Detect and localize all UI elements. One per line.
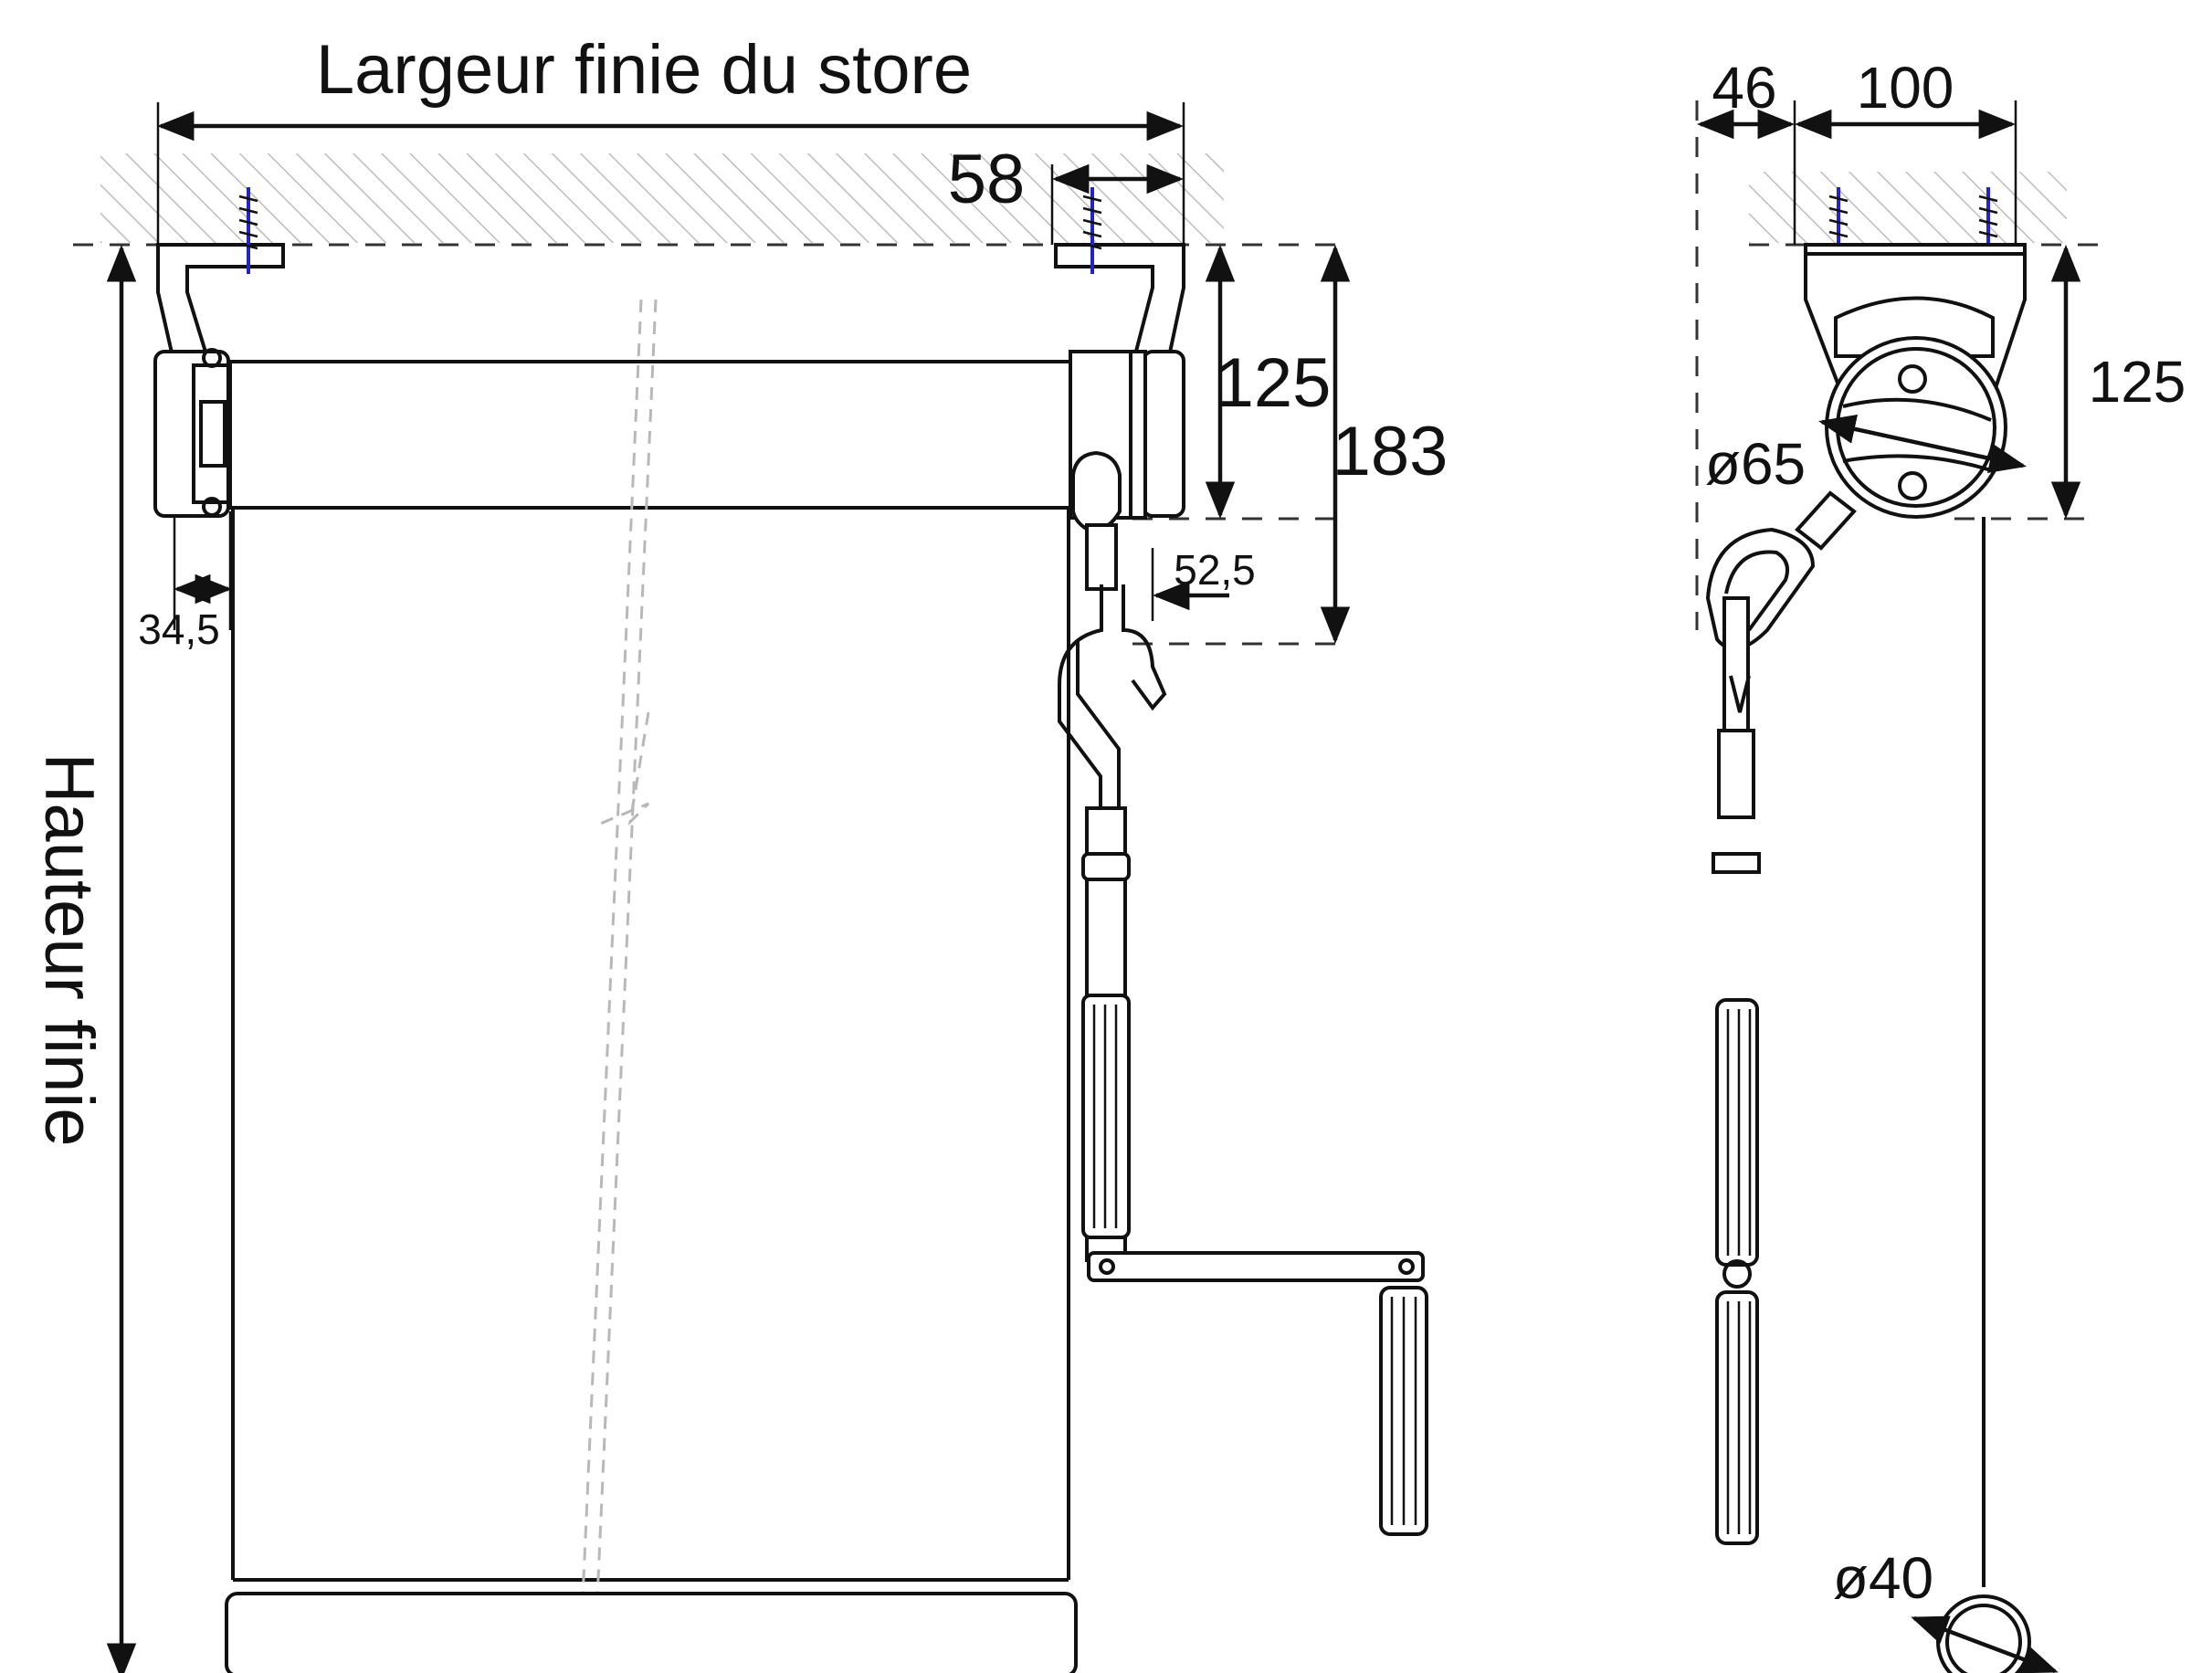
side-offset-label: 34,5 [138,605,220,653]
ring-diameter-label: ø40 [1833,1545,1933,1611]
ceiling-hatch-side [1749,172,2067,243]
side-height-label: 125 [2089,349,2186,415]
crank-handle [1058,450,1428,1536]
total-head-height-label: 183 [1332,413,1448,490]
screw-front-left [238,187,258,274]
finished-height-label: Hauteur finie [30,753,108,1147]
bracket-width-label: 58 [948,141,1026,218]
pull-ring [1911,1594,2059,1673]
bracket-height-label: 125 [1216,344,1332,422]
side-view: 46 100 125 ø65 [1695,55,2186,1673]
ceiling-hatch-front [100,153,1224,243]
side-roller-tube [1818,336,2027,519]
left-bracket [153,243,285,518]
screw-front-right [1082,187,1102,274]
side-crank-handle [1705,490,1857,1545]
blind-fabric [231,299,1070,1673]
right-bracket [1054,243,1185,520]
bottom-bar [225,1592,1078,1673]
blind-width-label: Largeur finie du store [316,31,972,109]
side-depth-label: 46 [1712,55,1776,121]
side-width-label: 100 [1857,55,1954,121]
tube-diameter-label: ø65 [1705,431,1806,497]
crank-offset-label: 52,5 [1174,546,1256,594]
front-view: Largeur finie du store 58 125 183 34,5 5… [30,31,1448,1673]
